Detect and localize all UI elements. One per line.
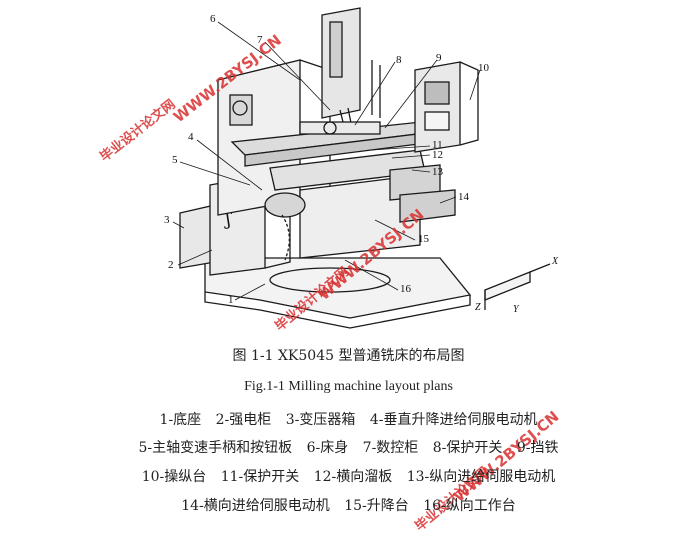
legend-item: 14-横向进给伺服电动机 [181, 498, 330, 514]
legend-line-3: 10-操纵台 11-保护开关 12-横向溜板 13-纵向进给伺服电动机 [0, 466, 697, 486]
callout-14: 14 [458, 191, 469, 203]
figure-caption-cn: 图 1-1 XK5045 型普通铣床的布局图 [232, 348, 465, 364]
legend-line-4: 14-横向进给伺服电动机 15-升降台 16-纵向工作台 [0, 495, 697, 515]
callout-11: 11 [432, 139, 443, 151]
axis-x-label: X [552, 256, 559, 267]
legend-item: 3-变压器箱 [285, 412, 356, 428]
legend-item: 15-升降台 [344, 498, 409, 514]
legend-line-1: 1-底座 2-强电柜 3-变压器箱 4-垂直升降进给伺服电动机 [0, 409, 697, 429]
legend-item: 7-数控柜 [362, 440, 419, 456]
legend-item: 11-保护开关 [220, 469, 300, 485]
legend-item: 10-操纵台 [141, 469, 207, 485]
callout-15: 15 [418, 233, 429, 245]
callout-5: 5 [172, 154, 178, 166]
legend-item: 8-保护开关 [432, 440, 503, 456]
callout-13: 13 [432, 166, 443, 178]
legend-item: 5-主轴变速手柄和按钮板 [138, 440, 293, 456]
axis-z-label: Z [475, 302, 481, 313]
callout-3: 3 [164, 214, 170, 226]
legend-item: 13-纵向进给伺服电动机 [406, 469, 556, 485]
callout-16: 16 [400, 283, 411, 295]
legend-item: 16-纵向工作台 [423, 498, 516, 514]
callout-4: 4 [188, 131, 194, 143]
legend-item: 1-底座 [159, 412, 202, 428]
svg-text:ʃ: ʃ [224, 209, 232, 230]
machine-figure: ʃ [164, 7, 559, 329]
callout-6: 6 [210, 13, 216, 25]
callout-10: 10 [478, 62, 489, 74]
callout-12: 12 [432, 149, 443, 161]
legend-item: 9-挡铁 [516, 440, 559, 456]
figure-caption-en: Fig.1-1 Milling machine layout plans [244, 379, 453, 394]
callout-1: 1 [228, 294, 234, 306]
milling-machine-drawing: ʃ [172, 7, 551, 329]
axis-y-label: Y [513, 304, 519, 315]
callout-2: 2 [168, 259, 174, 271]
legend-item: 2-强电柜 [215, 412, 272, 428]
legend-item: 4-垂直升降进给伺服电动机 [369, 412, 538, 428]
legend-item: 12-横向溜板 [313, 469, 393, 485]
callout-8: 8 [396, 54, 402, 66]
callout-7: 7 [257, 34, 263, 46]
callout-9: 9 [436, 52, 442, 64]
legend-line-2: 5-主轴变速手柄和按钮板 6-床身 7-数控柜 8-保护开关 9-挡铁 [0, 437, 697, 457]
legend-item: 6-床身 [306, 440, 349, 456]
